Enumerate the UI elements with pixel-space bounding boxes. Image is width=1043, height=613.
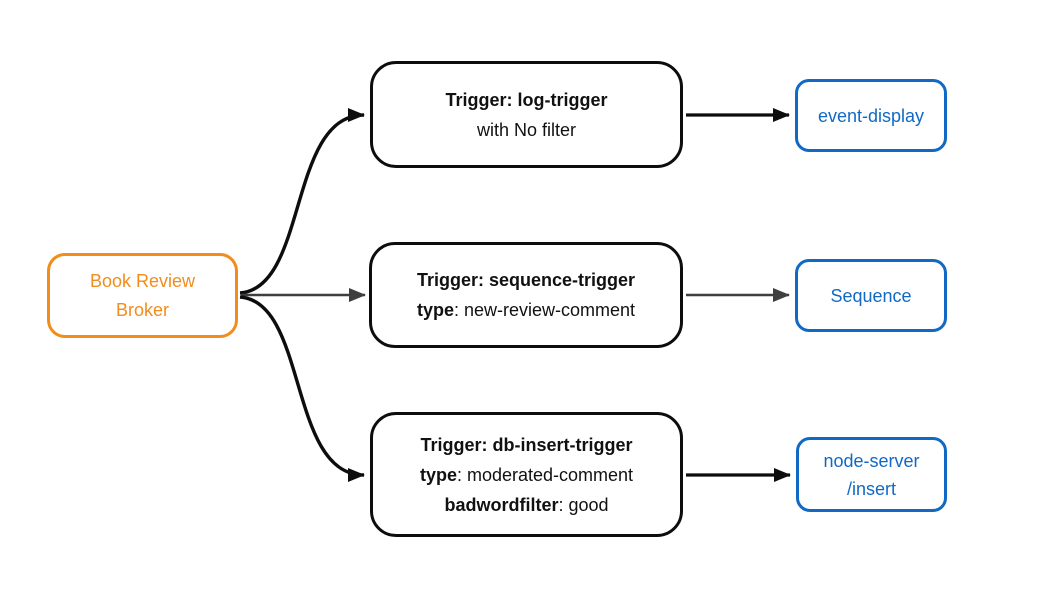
broker-label-line1: Book Review — [89, 270, 196, 291]
sink-label: event-display — [817, 105, 925, 126]
broker-node-book-review: Book Review Broker — [47, 253, 238, 338]
trigger-title: Trigger: sequence-trigger — [416, 270, 636, 290]
sink-node-sequence: Sequence — [795, 259, 947, 332]
sink-label: Sequence — [830, 285, 912, 306]
trigger-title: Trigger: log-trigger — [445, 89, 608, 110]
trigger-filter-text: type: new-review-comment — [416, 300, 636, 320]
trigger-node-log-trigger: Trigger: log-trigger with No filter — [370, 61, 683, 168]
sink-label-line2: /insert — [846, 478, 897, 499]
trigger-filter-type: type: moderated-comment — [419, 464, 634, 485]
trigger-filter-text: with No filter — [476, 119, 577, 140]
trigger-node-sequence-trigger: Trigger: sequence-trigger type: new-revi… — [369, 242, 683, 348]
sink-node-event-display: event-display — [795, 79, 947, 152]
broker-label-line2: Broker — [115, 299, 169, 320]
trigger-title: Trigger: db-insert-trigger — [420, 434, 633, 455]
trigger-node-db-insert-trigger: Trigger: db-insert-trigger type: moderat… — [370, 412, 683, 537]
sink-label-line1: node-server — [823, 450, 920, 471]
sink-node-node-server-insert: node-server /insert — [796, 437, 947, 512]
edge-broker-to-db-insert-trigger — [239, 295, 365, 482]
trigger-filter-badword: badwordfilter: good — [444, 494, 609, 515]
edge-broker-to-log-trigger — [239, 108, 365, 295]
